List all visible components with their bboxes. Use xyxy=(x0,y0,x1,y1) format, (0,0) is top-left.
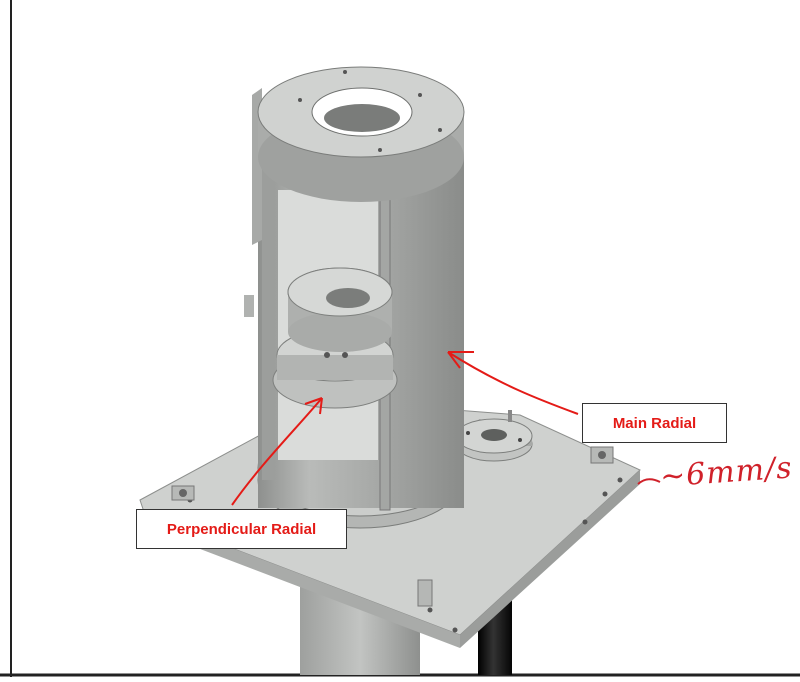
mount-bracket-right xyxy=(590,446,614,464)
main-radial-arrow xyxy=(447,351,579,415)
perpendicular-radial-label: Perpendicular Radial xyxy=(136,509,347,549)
rod-flange xyxy=(455,410,533,462)
mount-bracket-left xyxy=(171,485,195,501)
tilde-mark xyxy=(637,478,661,485)
side-tab xyxy=(244,295,254,317)
main-radial-label: Main Radial xyxy=(582,403,727,443)
cage-top-ring xyxy=(252,66,465,245)
clip-bracket xyxy=(417,579,433,607)
perpendicular-radial-stage xyxy=(272,267,398,409)
perpendicular-radial-arrow xyxy=(231,397,323,506)
